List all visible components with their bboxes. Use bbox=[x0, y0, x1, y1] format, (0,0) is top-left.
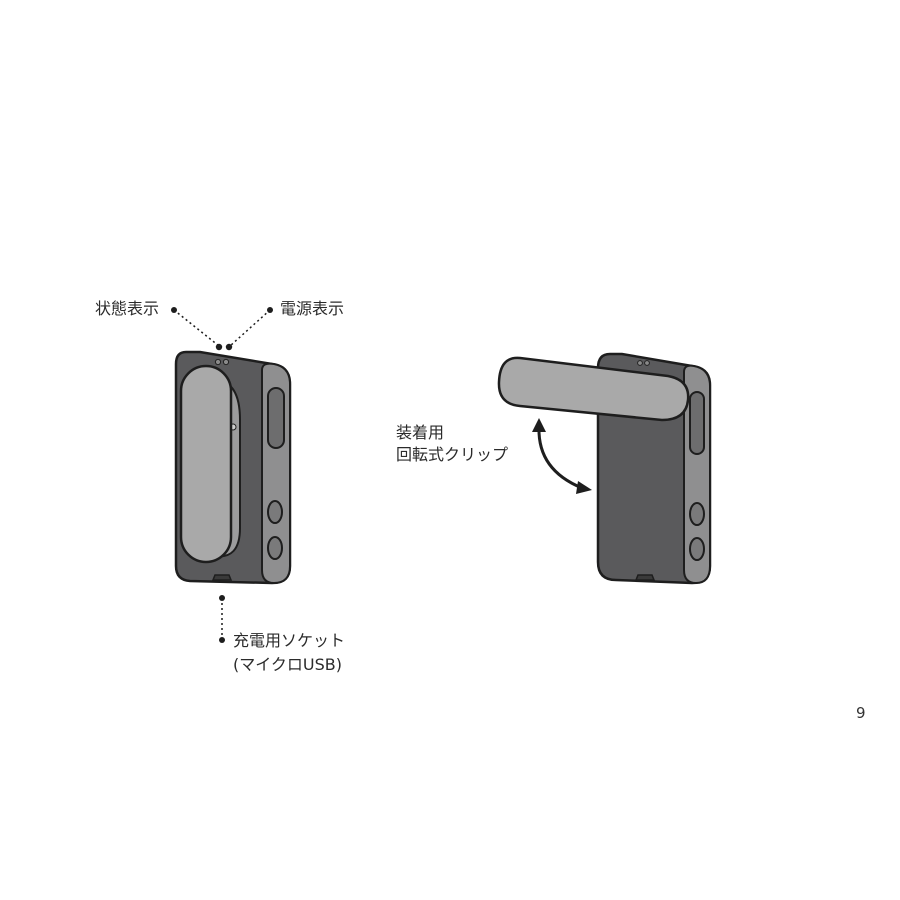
front-device-illustration bbox=[174, 350, 292, 585]
rotation-arrow-icon bbox=[532, 418, 592, 494]
back-device-illustration bbox=[497, 352, 712, 585]
clip-label-line1: 装着用 bbox=[396, 423, 445, 442]
charging-socket-type-label: (マイクロUSB) bbox=[233, 655, 343, 674]
page-number: 9 bbox=[856, 704, 866, 722]
power-indicator-label: 電源表示 bbox=[280, 299, 345, 318]
clip-label-line2: 回転式クリップ bbox=[396, 445, 509, 464]
status-indicator-label: 状態表示 bbox=[95, 299, 160, 318]
callout-leaders-front bbox=[171, 307, 273, 643]
charging-socket-label: 充電用ソケット bbox=[233, 631, 346, 650]
